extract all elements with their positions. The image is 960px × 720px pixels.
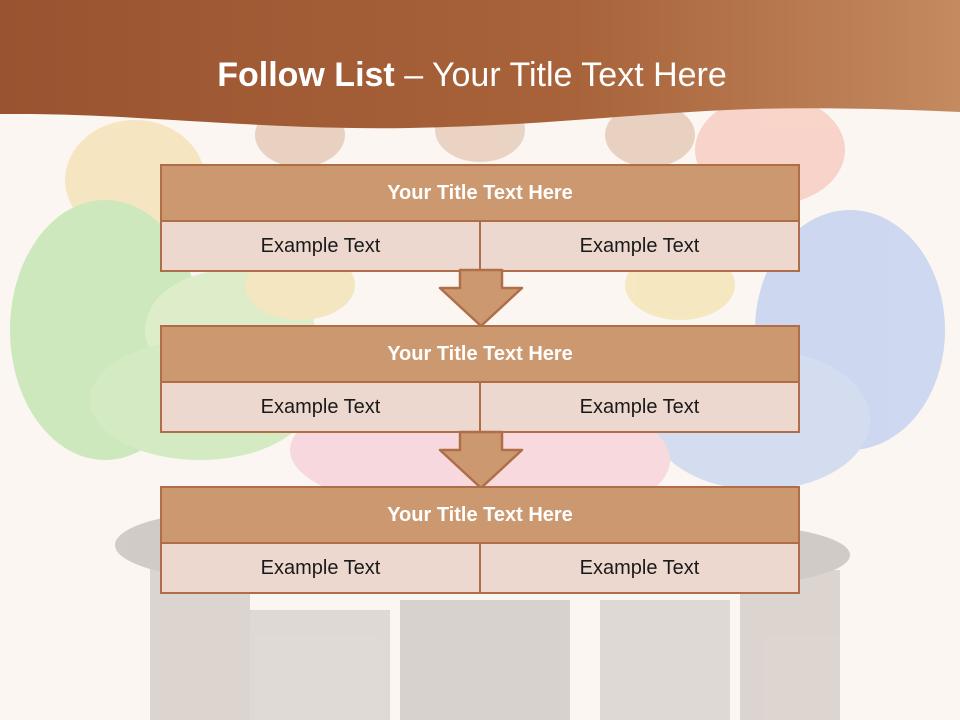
block-row: Example Text Example Text — [160, 544, 800, 594]
list-block-2: Your Title Text Here Example Text Exampl… — [160, 325, 800, 433]
list-block-3: Your Title Text Here Example Text Exampl… — [160, 486, 800, 594]
block-cell-right: Example Text — [481, 544, 800, 594]
down-arrow-icon — [438, 268, 524, 328]
block-title: Your Title Text Here — [160, 486, 800, 544]
list-block-1: Your Title Text Here Example Text Exampl… — [160, 164, 800, 272]
down-arrow-icon — [438, 430, 524, 490]
title-rest: – Your Title Text Here — [394, 56, 727, 94]
title-bold: Follow List — [217, 56, 395, 94]
block-cell-left: Example Text — [160, 544, 481, 594]
title-banner — [0, 0, 960, 129]
slide-title: Follow List – Your Title Text Here — [0, 54, 944, 96]
block-title: Your Title Text Here — [160, 325, 800, 383]
block-cell-right: Example Text — [481, 383, 800, 433]
block-cell-left: Example Text — [160, 383, 481, 433]
block-row: Example Text Example Text — [160, 222, 800, 272]
block-cell-left: Example Text — [160, 222, 481, 272]
block-row: Example Text Example Text — [160, 383, 800, 433]
block-title: Your Title Text Here — [160, 164, 800, 222]
block-cell-right: Example Text — [481, 222, 800, 272]
